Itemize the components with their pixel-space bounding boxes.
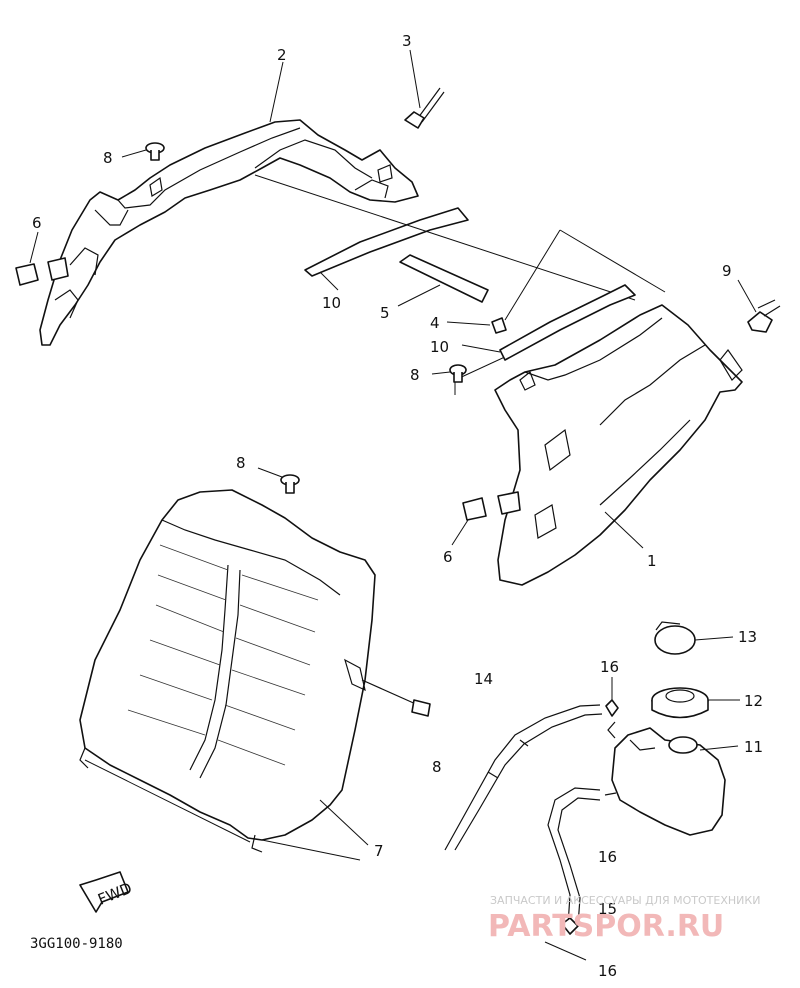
callout-13: 13	[738, 628, 757, 646]
callout-8: 8	[410, 366, 420, 384]
callout-6: 6	[32, 214, 42, 232]
part-11-reservoir-tank	[604, 721, 726, 836]
part-9-bolt	[747, 299, 781, 333]
part-4-clip	[491, 317, 507, 334]
part-8-screw-middle	[449, 364, 467, 383]
part-10-strip-upper	[304, 207, 469, 277]
callout-12: 12	[744, 692, 763, 710]
part-8-screw-upper	[145, 142, 165, 161]
part-5-bar	[399, 254, 489, 303]
callout-14: 14	[474, 670, 493, 688]
callout-16: 16	[598, 962, 617, 980]
diagram-code: 3GG100-9180	[30, 936, 123, 952]
callout-9: 9	[722, 262, 732, 280]
part-1-side-cover	[494, 304, 743, 586]
callout-4: 4	[430, 314, 440, 332]
callout-leaders	[29, 49, 757, 961]
callout-1: 1	[647, 552, 657, 570]
callout-10: 10	[430, 338, 449, 356]
fwd-arrow	[79, 871, 129, 913]
part-15-hose	[547, 787, 601, 926]
callout-numbers: 2 3 8 6 10 5 4 10 8 9 8 6 1 13 16 14 12 …	[32, 32, 763, 980]
callout-8: 8	[432, 758, 442, 776]
part-6-clip-right	[462, 491, 521, 521]
callout-5: 5	[380, 304, 390, 322]
callout-2: 2	[277, 46, 287, 64]
watermark-tagline: ЗАПЧАСТИ И АКСЕССУАРЫ ДЛЯ МОТОТЕХНИКИ	[490, 894, 760, 907]
part-6-clip-left	[15, 257, 69, 286]
part-14-hose	[444, 704, 603, 851]
callout-11: 11	[744, 738, 763, 756]
watermark-brand: PARTSPOR.RU	[488, 909, 724, 944]
callout-7: 7	[374, 842, 384, 860]
callout-3: 3	[402, 32, 412, 50]
callout-6: 6	[443, 548, 453, 566]
callout-10: 10	[322, 294, 341, 312]
part-8-screw-lower	[280, 474, 300, 494]
callout-15: 15	[598, 900, 617, 918]
callout-16: 16	[600, 658, 619, 676]
part-13-cap	[654, 621, 696, 655]
callout-16: 16	[598, 848, 617, 866]
part-3-bolt	[404, 87, 445, 129]
part-8-screw-grill	[361, 679, 431, 717]
leader-lines	[254, 174, 666, 395]
part-10-strip-lower	[499, 284, 636, 361]
part-2-upper-cover	[39, 119, 419, 346]
part-12-seal	[651, 687, 709, 719]
part-16-clamps	[561, 699, 619, 935]
callout-8: 8	[236, 454, 246, 472]
callout-8: 8	[103, 149, 113, 167]
part-7-radiator-grill	[79, 489, 376, 861]
